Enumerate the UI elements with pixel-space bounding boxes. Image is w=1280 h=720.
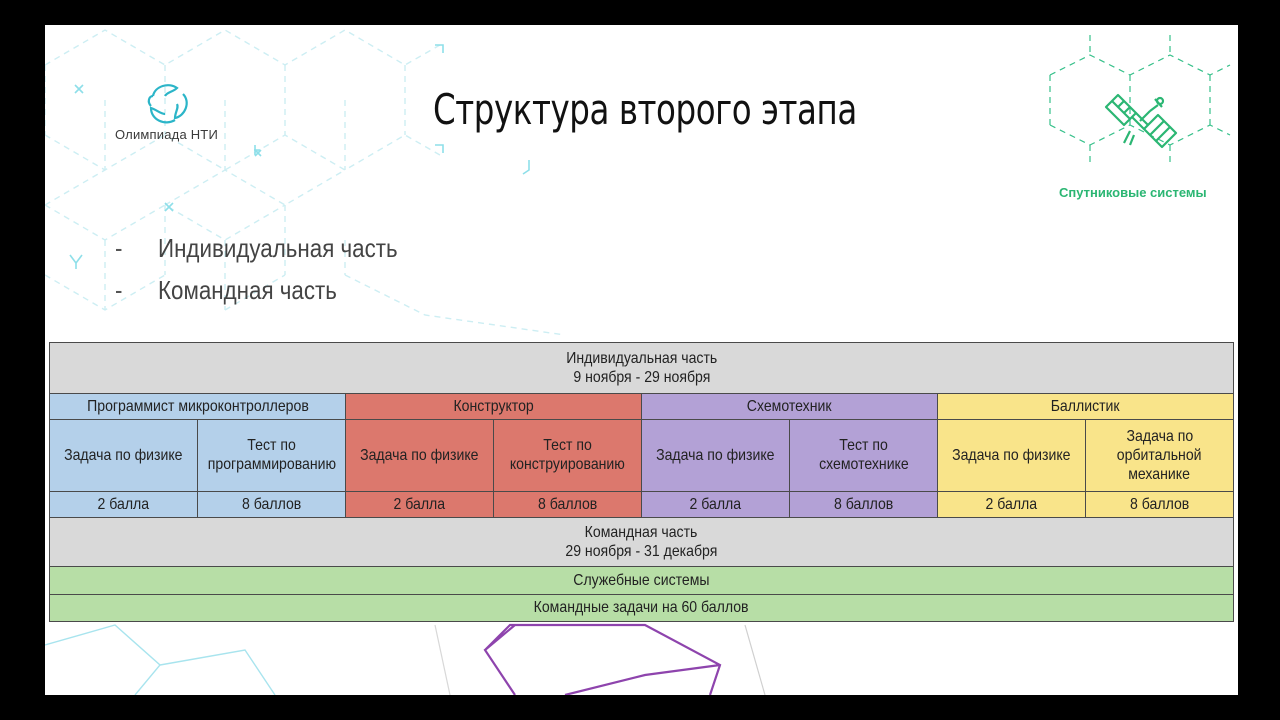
slide: Олимпиада НТИ Структура второго этапа Сп… [45,25,1238,695]
logo-text: Олимпиада НТИ [115,127,218,142]
bullet-item: - Командная часть [115,269,398,311]
background-pattern [45,29,1231,695]
score-cell: 8 баллов [789,490,938,518]
team-tasks-row: Командные задачи на 60 баллов [49,593,1234,623]
badge-text: Спутниковые системы [1059,185,1207,200]
service-systems-row: Служебные системы [49,566,1234,595]
bullet-marker: - [115,233,123,263]
bullet-text: Командная часть [158,275,337,305]
task-cell: Задача по физике [345,418,494,492]
score-cell: 8 баллов [1085,490,1234,518]
task-cell: Задача по физике [937,418,1086,492]
bullet-marker: - [115,275,123,305]
score-cell: 2 балла [937,490,1086,518]
role-circuit-designer: Схемотехник [641,392,938,420]
role-constructor: Конструктор [345,392,642,420]
score-cell: 2 балла [49,490,198,518]
score-cell: 8 баллов [197,490,346,518]
bullet-item: - Индивидуальная часть [115,227,398,269]
team-part-header: Командная часть 29 ноября - 31 декабря [49,516,1234,568]
score-cell: 8 баллов [493,490,642,518]
bullet-list: - Индивидуальная часть - Командная часть [115,227,444,311]
page-title: Структура второго этапа [433,85,857,134]
bullet-text: Индивидуальная часть [158,233,398,263]
score-cell: 2 балла [345,490,494,518]
individual-part-header: Индивидуальная часть 9 ноября - 29 ноябр… [49,342,1234,394]
role-ballistician: Баллистик [937,392,1234,420]
satellite-icon [1104,93,1178,149]
score-cell: 2 балла [641,490,790,518]
task-cell: Задача по физике [49,418,198,492]
stage-structure-table: Индивидуальная часть 9 ноября - 29 ноябр… [49,342,1234,623]
nti-logo-icon [147,84,188,124]
task-cell: Задача по физике [641,418,790,492]
role-programmer: Программист микроконтроллеров [49,392,346,420]
